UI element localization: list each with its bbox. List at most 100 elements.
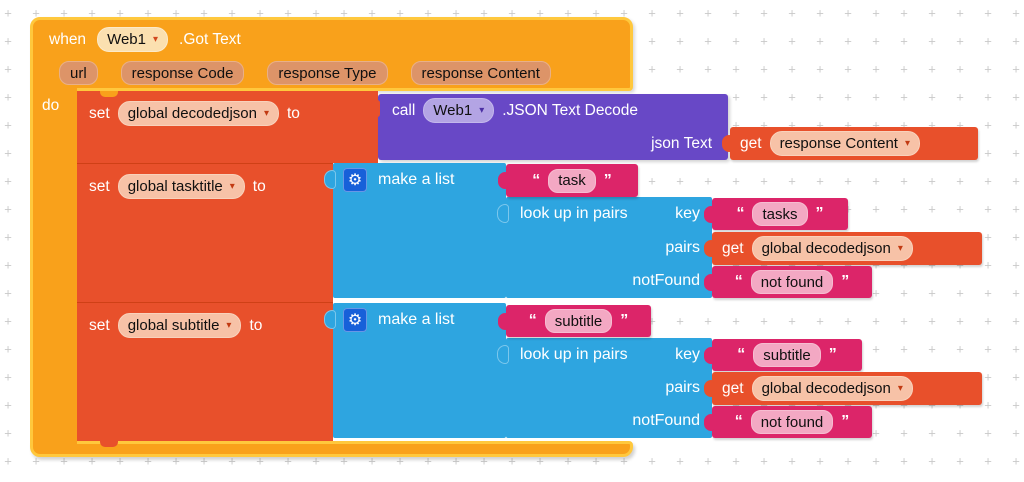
text-field[interactable]: not found — [750, 270, 834, 294]
get-row: get response Content ▾ — [730, 127, 978, 160]
notfound-label: notFound — [632, 411, 700, 429]
get-row: get global decodedjson ▾ — [712, 232, 982, 265]
get-global-decodedjson-block-1[interactable]: get global decodedjson ▾ — [704, 232, 982, 265]
text-field[interactable]: tasks — [752, 202, 808, 226]
set-variable-block-decodedjson[interactable]: set global decodedjson ▾ to — [77, 91, 378, 163]
mutator-gear-icon[interactable]: ⚙ — [343, 308, 367, 332]
do-label: do — [42, 97, 60, 114]
close-quote: ” — [828, 346, 837, 363]
text-block-not-found-2[interactable]: “ not found ” — [704, 406, 872, 438]
get-row: get global decodedjson ▾ — [712, 372, 982, 405]
variable-name: global decodedjson — [761, 380, 891, 397]
text-row: “ not found ” — [712, 266, 872, 298]
variable-dropdown-decodedjson[interactable]: global decodedjson ▾ — [117, 101, 279, 126]
get-global-decodedjson-block-2[interactable]: get global decodedjson ▾ — [704, 372, 982, 405]
make-a-list-block-1[interactable]: ⚙ make a list — [325, 163, 506, 298]
to-label: to — [249, 316, 263, 334]
puzzle-tab — [325, 311, 335, 328]
open-quote: “ — [528, 312, 537, 329]
text-row: “ not found ” — [712, 406, 872, 438]
component-name: Web1 — [433, 102, 473, 119]
open-quote: “ — [737, 346, 746, 363]
lookup-label: look up in pairs — [520, 346, 628, 363]
text-block-subtitle-key[interactable]: “ subtitle ” — [704, 339, 862, 371]
set-row: set global subtitle ▾ to — [89, 313, 262, 338]
text-row: “ tasks ” — [712, 198, 848, 230]
puzzle-tab — [325, 171, 335, 188]
puzzle-tab — [704, 240, 714, 257]
make-list-row: ⚙ make a list — [343, 168, 454, 192]
text-block-task[interactable]: “ task ” — [498, 164, 638, 197]
text-field[interactable]: subtitle — [753, 343, 821, 367]
close-quote: ” — [841, 413, 850, 430]
when-event-block-bottom-edge[interactable] — [30, 441, 633, 457]
arg-row: json Text — [378, 127, 728, 160]
open-quote: “ — [734, 273, 743, 290]
puzzle-tab — [704, 347, 714, 364]
mutator-gear-icon[interactable]: ⚙ — [343, 168, 367, 192]
chevron-down-icon: ▾ — [229, 180, 235, 192]
text-field[interactable]: task — [548, 168, 596, 193]
component-dropdown[interactable]: Web1 ▾ — [97, 27, 169, 52]
to-label: to — [252, 177, 266, 195]
lookup-key-row: look up in pairs key — [520, 197, 700, 231]
method-name: .JSON Text Decode — [502, 101, 639, 119]
call-keyword: call — [392, 101, 416, 119]
variable-dropdown-response-content[interactable]: response Content ▾ — [769, 131, 921, 156]
puzzle-tab — [704, 206, 714, 223]
param-chip-url[interactable]: url — [59, 61, 98, 85]
set-row: set global tasktitle ▾ to — [89, 174, 266, 199]
variable-name: global subtitle — [127, 317, 220, 334]
call-row: call Web1 ▾ .JSON Text Decode — [378, 94, 728, 127]
lookup-label: look up in pairs — [520, 205, 628, 222]
key-label: key — [675, 205, 700, 222]
lookup-in-pairs-block-2[interactable]: look up in pairs key pairs notFound — [498, 338, 712, 438]
text-field[interactable]: subtitle — [544, 309, 613, 333]
set-row: set global decodedjson ▾ to — [89, 101, 300, 126]
lookup-key-row: look up in pairs key — [520, 338, 700, 372]
key-label: key — [675, 346, 700, 363]
arg-label-json-text: json Text — [651, 134, 712, 152]
chevron-down-icon: ▾ — [904, 137, 911, 149]
variable-name: global tasktitle — [127, 178, 223, 195]
lookup-in-pairs-block-1[interactable]: look up in pairs key pairs notFound — [498, 197, 712, 298]
close-quote: ” — [603, 171, 612, 189]
variable-dropdown-tasktitle[interactable]: global tasktitle ▾ — [117, 174, 245, 199]
param-chip-response-type[interactable]: response Type — [267, 61, 388, 85]
get-response-content-block[interactable]: get response Content ▾ — [722, 127, 978, 160]
variable-dropdown-subtitle[interactable]: global subtitle ▾ — [117, 313, 242, 338]
set-variable-block-subtitle[interactable]: set global subtitle ▾ to — [77, 302, 333, 441]
open-quote: “ — [532, 171, 541, 189]
text-row: “ subtitle ” — [712, 339, 862, 371]
puzzle-tab — [704, 274, 714, 291]
when-event-block-header[interactable]: when Web1 ▾ .Got Text url response Code … — [30, 17, 633, 91]
set-keyword: set — [89, 104, 110, 122]
variable-dropdown-decodedjson[interactable]: global decodedjson ▾ — [751, 236, 913, 261]
component-dropdown-call[interactable]: Web1 ▾ — [423, 98, 495, 123]
set-keyword: set — [89, 177, 110, 195]
text-block-tasks[interactable]: “ tasks ” — [704, 198, 848, 230]
close-quote: ” — [620, 312, 629, 329]
lookup-pairs-row: pairs — [665, 231, 700, 264]
text-row: “ subtitle ” — [506, 305, 651, 337]
text-block-not-found-1[interactable]: “ not found ” — [704, 266, 872, 298]
param-chip-response-code[interactable]: response Code — [120, 61, 245, 85]
component-name: Web1 — [107, 31, 146, 48]
lookup-notfound-row: notFound — [632, 404, 700, 437]
make-a-list-block-2[interactable]: ⚙ make a list — [325, 303, 506, 438]
when-event-block-left-edge[interactable] — [30, 88, 77, 444]
chevron-down-icon: ▾ — [226, 319, 232, 331]
make-list-row: ⚙ make a list — [343, 308, 454, 332]
text-field[interactable]: not found — [750, 410, 834, 434]
puzzle-tab — [498, 172, 508, 189]
call-json-text-decode-block[interactable]: call Web1 ▾ .JSON Text Decode json Text — [370, 94, 728, 160]
puzzle-tab — [498, 313, 508, 330]
variable-dropdown-decodedjson[interactable]: global decodedjson ▾ — [751, 376, 913, 401]
param-chip-response-content[interactable]: response Content — [410, 61, 551, 85]
chevron-down-icon: ▾ — [263, 107, 269, 119]
chevron-down-icon: ▾ — [152, 33, 159, 45]
text-block-subtitle-item[interactable]: “ subtitle ” — [498, 305, 651, 337]
puzzle-tab — [704, 380, 714, 397]
set-variable-block-tasktitle[interactable]: set global tasktitle ▾ to — [77, 163, 333, 302]
